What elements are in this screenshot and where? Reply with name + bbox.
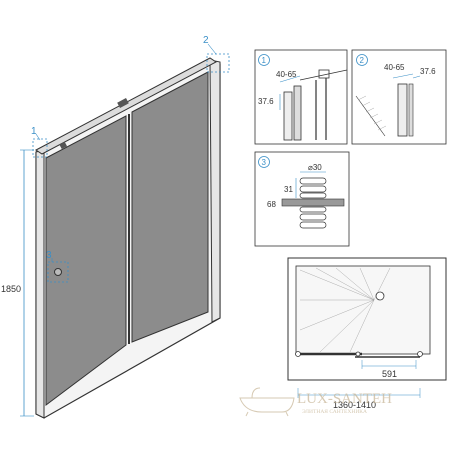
height-dim-label: 1850 xyxy=(1,284,21,294)
detail-1-badge-number: 1 xyxy=(262,56,267,65)
detail-3-badge-number: 3 xyxy=(262,158,267,167)
detail-3-width-label: ⌀30 xyxy=(308,163,322,172)
lux-santeh-watermark: LUX-SANTEH ЭЛИТНАЯ САНТЕХНИКА xyxy=(240,388,392,416)
watermark-brand: LUX-SANTEH xyxy=(297,391,392,407)
detail-3-height-label: 31 xyxy=(284,185,293,194)
bathtub-logo-icon xyxy=(240,388,294,416)
plan-door-end-left xyxy=(296,352,301,357)
glass-panel-right xyxy=(132,72,208,342)
tray-drain xyxy=(376,292,384,300)
callout-leader-top xyxy=(208,44,216,54)
right-wall-profile xyxy=(210,60,220,322)
watermark-tagline: ЭЛИТНАЯ САНТЕХНИКА xyxy=(302,409,367,415)
shower-door-elevation: 2 1 3 1850 xyxy=(1,35,229,418)
plan-view: 591 1360-1410 xyxy=(288,258,446,410)
shower-tray xyxy=(296,266,430,354)
detail-2-badge-number: 2 xyxy=(360,56,365,65)
left-wall-profile xyxy=(36,150,44,418)
detail-3-glass xyxy=(282,199,344,206)
detail-2-panel: 2 40-65 37.6 xyxy=(352,50,446,144)
plan-door-end-right xyxy=(418,352,423,357)
detail-2-profile xyxy=(398,84,407,136)
detail-1-panel: 1 40-65 37.6 xyxy=(255,50,347,144)
detail-2-width-label: 40-65 xyxy=(384,63,405,72)
detail-1-depth-label: 37.6 xyxy=(258,97,274,106)
detail-2-depth-label: 37.6 xyxy=(420,67,436,76)
detail-1-wall-profile xyxy=(284,92,292,140)
detail-1-width-label: 40-65 xyxy=(276,70,297,79)
callout-number-left: 1 xyxy=(31,126,37,137)
detail-3-offset-label: 68 xyxy=(267,200,276,209)
detail-1-inner-profile xyxy=(294,86,301,140)
plan-panel-dim-label: 591 xyxy=(382,369,397,379)
plan-door-handle xyxy=(356,352,360,356)
door-handle-knob xyxy=(55,269,62,276)
callout-number-top: 2 xyxy=(203,35,209,46)
detail-3-panel: 3 ⌀30 31 68 xyxy=(255,152,349,246)
detail-2-profile-inner xyxy=(409,84,413,136)
callout-number-handle: 3 xyxy=(46,250,52,261)
